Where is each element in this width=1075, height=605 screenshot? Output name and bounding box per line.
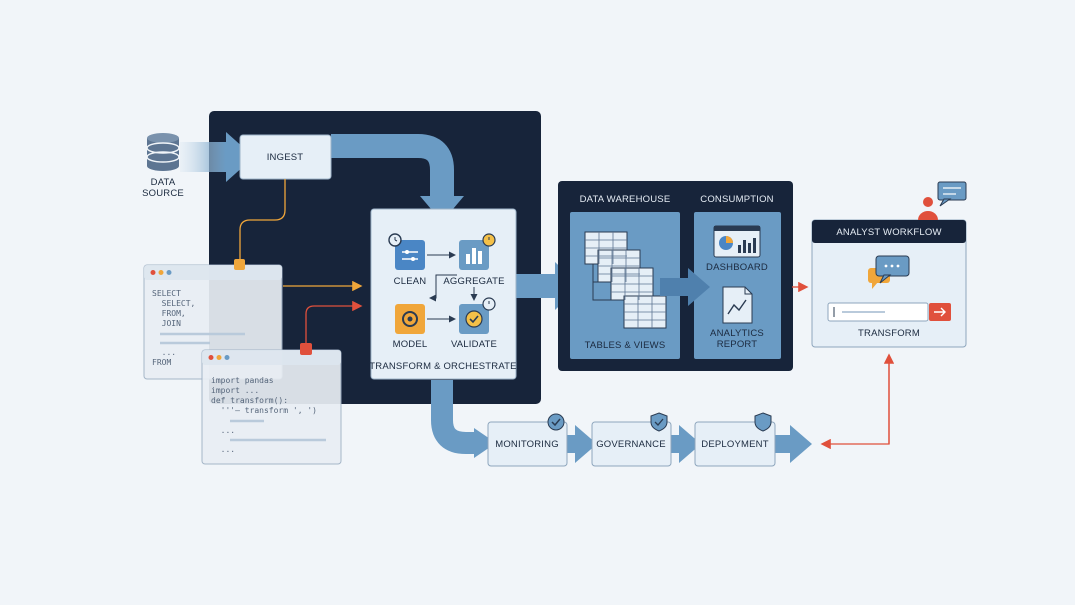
analytics-report-label-line1: ANALYTICS [710,328,764,339]
python-line-1: import pandas [211,376,274,385]
sql-line-3: FROM, [152,309,186,318]
deployment-card [694,421,776,467]
data-warehouse-title: DATA WAREHOUSE [579,194,671,205]
model-label: MODEL [392,339,428,350]
sql-connector-node [234,259,245,270]
feedback-connector [429,274,457,302]
ingest-to-transform-arrow [331,134,454,198]
governance-shield-icon [650,412,668,432]
sql-line-1: SELECT [152,289,181,298]
aggregate-label: AGGREGATE [443,276,505,287]
transform-to-monitoring-head [474,428,496,458]
analyst-window-titlebar [812,220,966,243]
transform-to-warehouse-arrow [516,274,556,298]
python-line-6: ... [211,445,236,454]
monitoring-label: MONITORING [495,439,559,450]
model-icon [395,304,425,334]
analyst-workflow-title: ANALYST WORKFLOW [836,227,942,238]
check-badge-icon [547,413,565,431]
database-icon [146,133,180,171]
sql-line-4: JOIN [152,319,181,328]
analyst-to-deployment-connector [820,357,890,450]
governance-card [591,421,672,467]
analytics-report-icon [722,286,753,324]
deployment-shield-icon [754,412,772,432]
clean-icon [388,233,425,270]
python-to-transform-connector [305,300,363,345]
clean-label: CLEAN [393,276,427,287]
data-source-label-line1: DATA [150,177,176,188]
monitoring-card [487,421,568,467]
ingest-label: INGEST [266,152,304,163]
sql-line-6: FROM [152,358,172,367]
aggregate-icon [459,233,496,270]
governance-label: GOVERNANCE [596,439,666,450]
dashboard-icon [713,225,761,258]
validate-icon [459,297,496,334]
data-source-label-line2: SOURCE [142,188,184,199]
tables-icon [584,231,667,329]
tables-views-label: TABLES & VIEWS [584,340,666,351]
dashboard-label: DASHBOARD [706,262,768,273]
sql-line-2: SELECT, [152,299,196,308]
analytics-report-label-line2: REPORT [716,339,758,350]
user-avatar-icon [918,197,938,220]
python-line-3: def transform(): [211,396,289,405]
consumption-title: CONSUMPTION [700,194,774,205]
transform-to-monitoring-arrow [431,380,476,454]
ingest-to-sql-connector [239,179,286,262]
python-connector-node [300,343,312,355]
python-line-2: import ... [211,386,260,395]
validate-label: VALIDATE [450,339,498,350]
transform-orchestrate-title: TRANSFORM & ORCHESTRATE [369,361,517,372]
speech-bubble-icon [937,181,967,207]
sql-line-5: ... [152,348,177,357]
python-line-5: ... [211,426,236,435]
deployment-label: DEPLOYMENT [701,439,769,450]
analyst-transform-label: TRANSFORM [858,328,920,339]
warehouse-to-consumption-arrow [660,278,690,296]
warehouse-to-consumption-head [688,268,710,306]
python-line-4: '''— transform ', ') [211,406,317,415]
chat-icon [868,255,910,289]
pipeline-arrows [566,425,812,463]
arrow-right-icon [934,307,946,317]
